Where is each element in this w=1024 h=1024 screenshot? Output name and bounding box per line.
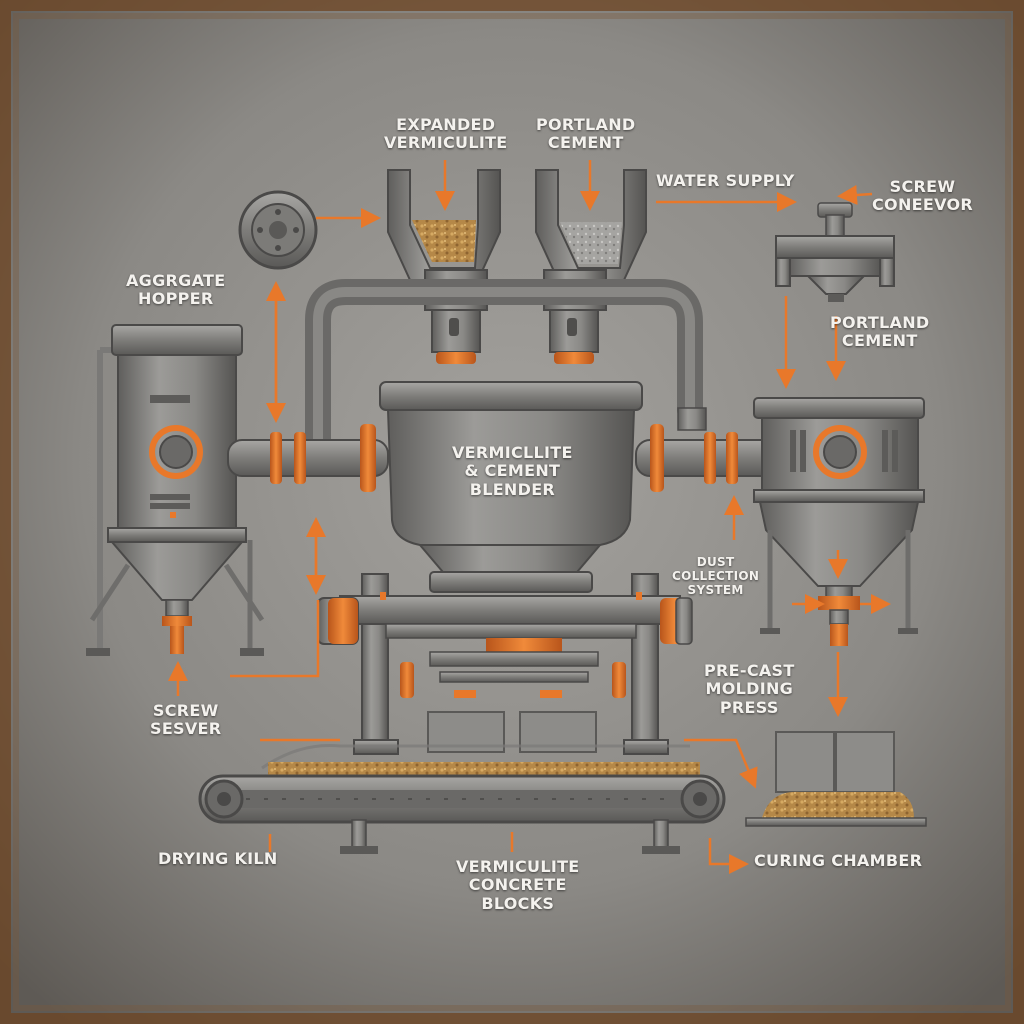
aggregate-pipe <box>227 424 389 492</box>
molding-press <box>317 573 693 755</box>
label-concrete-blocks: VERMICULITE CONCRETE BLOCKS <box>456 857 580 913</box>
label-expanded-vermiculite: EXPANDED VERMICULITE <box>384 115 508 153</box>
blender-right-pipe <box>635 407 777 492</box>
curing-chamber-blocks <box>745 731 927 827</box>
label-portland-cement-top: PORTLAND CEMENT <box>536 115 636 153</box>
label-water-supply: WATER SUPPLY <box>656 171 795 190</box>
label-aggregate-hopper: AGGRGATE HOPPER <box>126 271 226 309</box>
aggregate-hopper-tank <box>86 324 265 656</box>
label-dust-collection: DUST COLLECTION SYSTEM <box>672 555 760 597</box>
label-drying-kiln: DRYING KILN <box>158 849 278 868</box>
conveyor-belt <box>198 744 726 854</box>
label-curing-chamber: CURING CHAMBER <box>754 851 923 870</box>
label-pre-cast-press: PRE-CAST MOLDING PRESS <box>704 661 795 717</box>
screw-conveyor-unit <box>775 202 895 302</box>
flywheel <box>238 190 318 270</box>
label-blender: VERMICLLITE & CEMENT BLENDER <box>452 443 573 499</box>
dust-collection-tank <box>753 397 925 646</box>
rust-border-inner <box>13 13 1011 1011</box>
label-screw-conveyor: SCREW CONEEVOR <box>872 177 974 215</box>
blender-tank <box>379 381 643 593</box>
label-screw-sesver: SCREW SESVER <box>150 701 222 739</box>
label-portland-cement-right: PORTLAND CEMENT <box>830 313 930 351</box>
flow-arrows <box>168 160 891 874</box>
